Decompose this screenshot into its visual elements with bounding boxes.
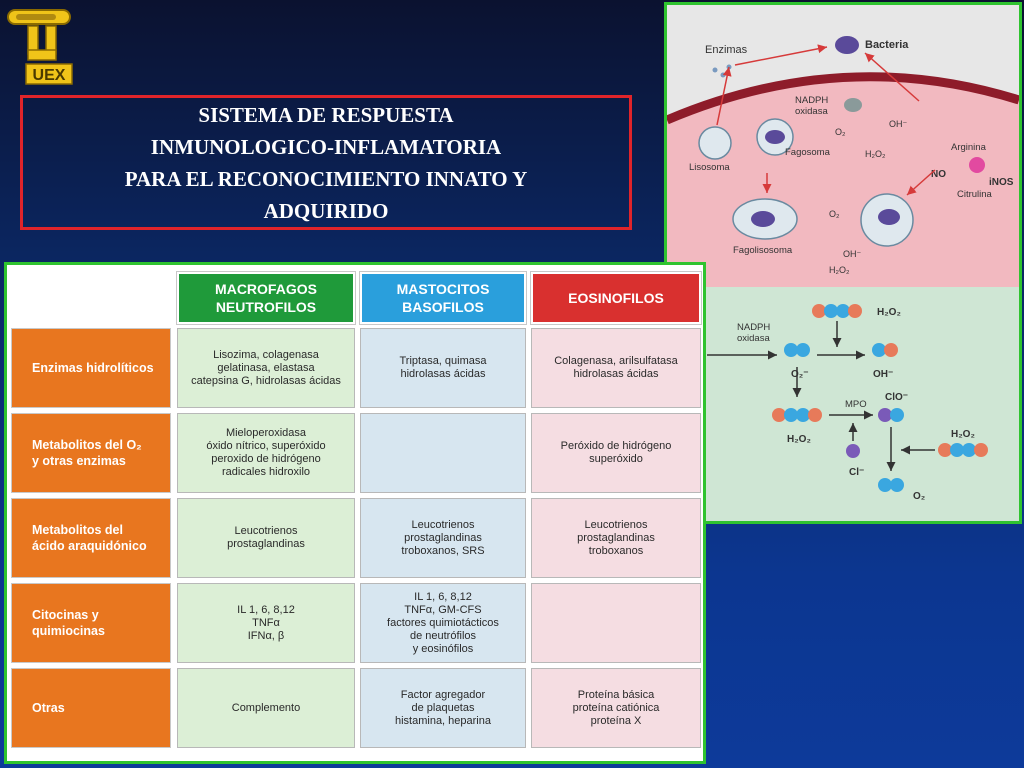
row-label-otras: Otras <box>11 668 171 748</box>
label-o2-inner: O₂ <box>829 209 840 219</box>
arrow-lisosoma-enzimas <box>716 66 732 126</box>
chloride-ion-icon <box>846 444 860 458</box>
molecule-oh-minus <box>872 343 898 357</box>
header-eosinofilos: EOSINOFILOS <box>530 271 702 325</box>
table-cell <box>531 583 701 663</box>
lisosoma-icon <box>698 126 732 160</box>
table-cell: Leucotrienos prostaglandinas troboxanos <box>531 498 701 578</box>
activated-bacteria-icon <box>878 209 900 225</box>
enzyme-dot <box>720 72 726 78</box>
label-oh-inner: OH⁻ <box>843 249 862 259</box>
label-cl: Cl⁻ <box>849 467 864 478</box>
enzyme-dot <box>712 67 718 73</box>
phagocytosed-bacteria-icon <box>765 130 785 144</box>
label-no: NO <box>931 169 946 180</box>
label-fagosoma: Fagosoma <box>785 147 831 158</box>
row-label-enzimas: Enzimas hidrolíticos <box>11 328 171 408</box>
molecule-h2o2-right <box>938 443 988 457</box>
table-cell: Triptasa, quimasa hidrolasas ácidas <box>360 328 526 408</box>
table-cell: Leucotrienos prostaglandinas troboxanos,… <box>360 498 526 578</box>
table-cell: Factor agregador de plaquetas histamina,… <box>360 668 526 748</box>
nadph-complex-icon <box>844 98 862 112</box>
title-box: SISTEMA DE RESPUESTA INMUNOLOGICO-INFLAM… <box>20 95 632 230</box>
label-fagolisosoma: Fagolisosoma <box>733 245 793 256</box>
molecule-h2o2-left <box>772 408 822 422</box>
label-lisosoma: Lisosoma <box>689 162 730 173</box>
label-oh-minus-bottom: OH⁻ <box>873 369 893 380</box>
label-arginina: Arginina <box>951 142 987 153</box>
table-cell: Complemento <box>177 668 355 748</box>
label-mpo: MPO <box>845 399 867 410</box>
label-bacteria: Bacteria <box>865 39 909 51</box>
cell-membrane <box>667 72 1019 125</box>
molecule-o2-bottom <box>878 478 904 492</box>
arrow-ros-bacteria <box>864 52 920 102</box>
table-cell <box>360 413 526 493</box>
table-cell: Peróxido de hidrógeno superóxido <box>531 413 701 493</box>
label-enzimas: Enzimas <box>705 44 748 56</box>
arrow-no-phagosome <box>906 169 936 196</box>
svg-text:UEX: UEX <box>33 67 66 84</box>
inos-icon <box>969 157 985 173</box>
molecule-h2o2-top <box>812 304 862 318</box>
label-h2o2-top-bottom: H₂O₂ <box>877 307 901 318</box>
header-mastocitos: MASTOCITOS BASOFILOS <box>359 271 527 325</box>
label-h2o2-left: H₂O₂ <box>787 434 811 445</box>
table-cell: Leucotrienos prostaglandinas <box>177 498 355 578</box>
header-macrofagos: MACROFAGOS NEUTROFILOS <box>176 271 356 325</box>
row-label-metabolitos-o2: Metabolitos del O₂ y otras enzimas <box>11 413 171 493</box>
table-cell: Lisozima, colagenasa gelatinasa, elastas… <box>177 328 355 408</box>
row-label-citocinas: Citocinas y quimiocinas <box>11 583 171 663</box>
label-o2-minus: O₂⁻ <box>791 369 809 380</box>
label-inos: iNOS <box>989 177 1014 188</box>
bacteria-icon <box>835 36 859 54</box>
label-clo: ClO⁻ <box>885 392 908 403</box>
molecule-clo <box>878 408 904 422</box>
table-cell: Colagenasa, arilsulfatasa hidrolasas áci… <box>531 328 701 408</box>
label-o2-top: O₂ <box>835 127 846 137</box>
label-citrulina: Citrulina <box>957 189 993 200</box>
table-cell: IL 1, 6, 8,12 TNFα IFNα, β <box>177 583 355 663</box>
label-oh-top: OH⁻ <box>889 119 908 129</box>
row-label-araquidonico: Metabolitos del ácido araquidónico <box>11 498 171 578</box>
arrow-enzimas-bacteria <box>734 44 828 66</box>
fagolisosoma-bacteria-icon <box>751 211 775 227</box>
slide-title: SISTEMA DE RESPUESTA INMUNOLOGICO-INFLAM… <box>124 102 528 223</box>
cell-products-table: MACROFAGOS NEUTROFILOS MASTOCITOS BASOFI… <box>4 262 706 764</box>
label-h2o2-right: H₂O₂ <box>951 429 975 440</box>
bottom-panel-bg <box>667 287 1019 521</box>
table-cell: IL 1, 6, 8,12 TNFα, GM-CFS factores quim… <box>360 583 526 663</box>
table-cell: Mieloperoxidasa óxido nítrico, superóxid… <box>177 413 355 493</box>
label-h2o2-top: H₂O₂ <box>865 149 886 159</box>
university-logo: UEX <box>6 6 76 86</box>
label-h2o2-inner: H₂O₂ <box>829 265 850 275</box>
label-o2-bottom: O₂ <box>913 491 925 502</box>
molecule-o2-minus <box>784 343 810 357</box>
table-cell: Proteína básica proteína catiónica prote… <box>531 668 701 748</box>
